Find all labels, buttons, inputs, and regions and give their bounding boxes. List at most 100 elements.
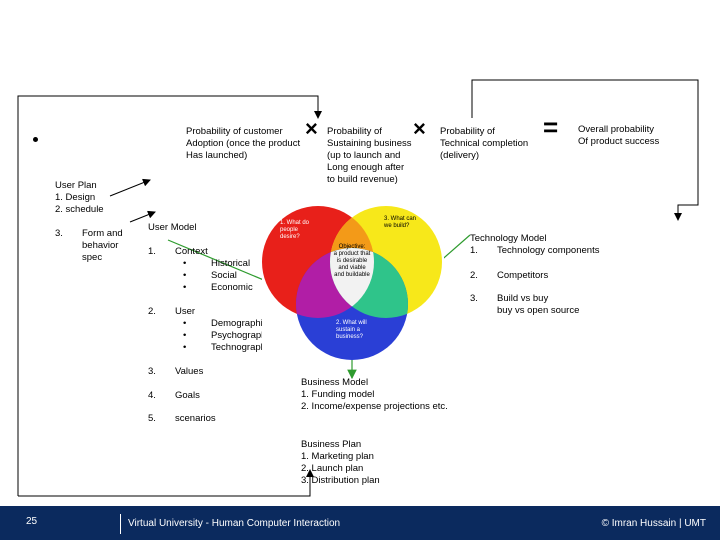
venn-label-line: Objective: <box>338 244 366 250</box>
tech-connector <box>471 79 699 221</box>
user-model-sub: Psychographics <box>211 330 279 341</box>
venn-blue-label: 2. What will sustain a business? <box>336 320 367 341</box>
sub-bullet-icon: • <box>183 318 187 329</box>
term-customer-adoption: Probability of customer Adoption (once t… <box>186 126 300 162</box>
business-model-title: Business Model <box>301 377 369 388</box>
equals-icon: = <box>543 112 559 142</box>
user-model-num: 1. <box>148 246 156 257</box>
tech-item-line: buy vs open source <box>497 305 580 316</box>
user-plan-item-3: Form and behavior spec <box>82 228 123 264</box>
user-model-sub: Technographics <box>211 342 278 353</box>
term-line: Overall probability <box>578 124 655 135</box>
term-technical-completion: Probability of Technical completion (del… <box>440 126 528 162</box>
term-line: Probability of <box>440 126 495 137</box>
sub-bullet-icon: • <box>183 330 187 341</box>
user-model-label: Context <box>175 246 208 257</box>
tech-num: 2. <box>470 270 478 281</box>
business-plan-item: 3. Distribution plan <box>301 475 380 486</box>
term-line: Has launched) <box>186 150 248 161</box>
business-plan: Business Plan 1. Marketing plan 2. Launc… <box>301 439 380 487</box>
sub-bullet-icon: • <box>183 342 187 353</box>
venn-label-line: 3. What can <box>384 216 417 222</box>
user-model-title: User Model <box>148 222 197 233</box>
user-model-sub: Demographics <box>211 318 273 329</box>
user-plan-title: User Plan <box>55 180 97 191</box>
venn-label-line: 1. What do <box>280 220 310 226</box>
business-plan-item: 1. Marketing plan <box>301 451 374 462</box>
term-line: Adoption (once the product <box>186 138 301 149</box>
venn-label-line: desire? <box>280 234 300 240</box>
business-plan-title: Business Plan <box>301 439 362 450</box>
tech-item: Competitors <box>497 270 549 281</box>
venn-label-line: and buildable <box>334 272 370 278</box>
footer-divider <box>120 514 121 534</box>
sub-bullet-icon: • <box>183 258 187 269</box>
multiply-icon: × <box>413 116 426 141</box>
frame-connector <box>17 95 322 496</box>
term-line: Probability of customer <box>186 126 283 137</box>
user-model-num: 5. <box>148 413 156 424</box>
user-plan-item-line: behavior <box>82 240 119 251</box>
page-number: 25 <box>26 516 38 527</box>
venn-label-line: we build? <box>384 223 410 229</box>
user-model-label: User <box>175 306 196 317</box>
user-plan-item-3-number: 3. <box>55 228 63 239</box>
term-overall-probability: Overall probability Of product success <box>578 124 659 148</box>
user-model-sub: Historical <box>211 258 251 269</box>
user-model-num: 3. <box>148 366 156 377</box>
venn-label-line: business? <box>336 334 364 340</box>
venn-label-line: 2. What will <box>336 320 367 326</box>
business-model-item: 2. Income/expense projections etc. <box>301 401 448 412</box>
business-model-item: 1. Funding model <box>301 389 375 400</box>
business-plan-item: 2. Launch plan <box>301 463 364 474</box>
venn-red-label: 1. What do people desire? <box>280 220 309 241</box>
user-plan-item-line: spec <box>82 252 103 263</box>
user-model-sub: Social <box>211 270 237 281</box>
bullet-dot <box>33 137 38 142</box>
user-model-num: 4. <box>148 390 156 401</box>
term-line: Probability of <box>327 126 382 137</box>
venn-label-line: and viable <box>338 265 366 271</box>
term-line: Technical completion <box>440 138 529 149</box>
frame-connector-bottom <box>18 469 314 497</box>
term-line: (up to launch and <box>327 150 401 161</box>
tech-item-line: Build vs buy <box>497 293 549 304</box>
sub-bullet-icon: • <box>183 270 187 281</box>
venn-yellow-label: 3. What can we build? <box>384 216 416 230</box>
user-plan-item: 1. Design <box>55 192 96 203</box>
technology-model-title: Technology Model <box>470 233 547 244</box>
user-plan: User Plan 1. Design 2. schedule <box>55 180 104 216</box>
footer-title: Virtual University - Human Computer Inte… <box>128 518 341 529</box>
user-model-label: Goals <box>175 390 200 401</box>
term-line: Long enough after <box>327 162 405 173</box>
term-line: (delivery) <box>440 150 480 161</box>
term-line: Sustaining business <box>327 138 412 149</box>
multiply-icon: × <box>305 116 318 141</box>
tech-num: 1. <box>470 245 478 256</box>
venn-center-label: Objective: a product that is desirable a… <box>328 244 376 279</box>
user-plan-item-line: Form and <box>82 228 123 239</box>
user-plan-item: 2. schedule <box>55 204 104 215</box>
term-line: Of product success <box>578 136 660 147</box>
user-model-label: Values <box>175 366 204 377</box>
tech-item: Build vs buy buy vs open source <box>497 293 579 317</box>
term-sustaining-business: Probability of Sustaining business (up t… <box>327 126 412 186</box>
venn-label-line: sustain a <box>336 327 361 333</box>
footer-copyright: © Imran Hussain | UMT <box>601 518 706 529</box>
user-model-num: 2. <box>148 306 156 317</box>
user-plan-arrow <box>109 178 151 197</box>
venn-label-line: a product that <box>333 251 371 257</box>
tech-num: 3. <box>470 293 478 304</box>
venn-label-line: is desirable <box>336 258 368 264</box>
sub-bullet-icon: • <box>183 282 187 293</box>
term-line: to build revenue) <box>327 174 398 185</box>
green-arrow-right <box>404 234 471 293</box>
business-model: Business Model 1. Funding model 2. Incom… <box>301 377 448 413</box>
tech-item: Technology components <box>497 245 600 256</box>
user-plan-arrow-2 <box>129 210 156 223</box>
footer-bar: 25 Virtual University - Human Computer I… <box>0 506 720 540</box>
user-model-label: scenarios <box>175 413 216 424</box>
venn-label-line: people <box>280 227 299 233</box>
user-model-sub: Economic <box>211 282 253 293</box>
